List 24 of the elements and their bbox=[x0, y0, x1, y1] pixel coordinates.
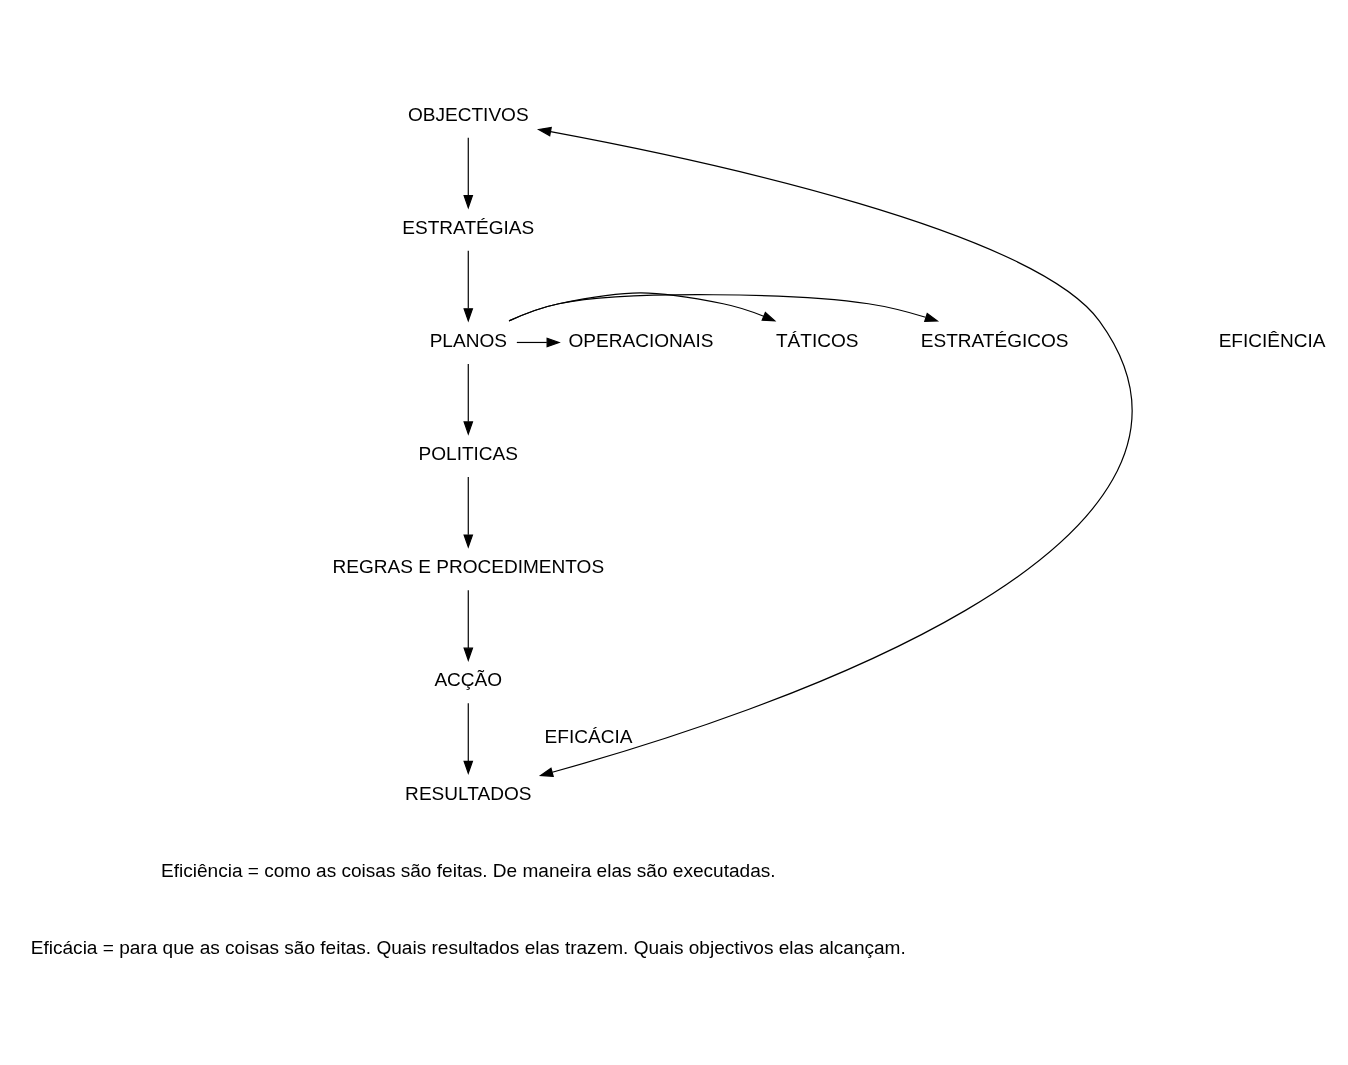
node-text: ESTRATÉGIAS bbox=[402, 216, 535, 238]
node-text: OPERACIONAIS bbox=[568, 329, 714, 351]
arrow bbox=[516, 336, 561, 347]
arrow bbox=[463, 136, 474, 209]
arrow bbox=[508, 291, 777, 322]
arrow bbox=[463, 249, 474, 323]
node-text: REGRAS E PROCEDIMENTOS bbox=[332, 555, 605, 577]
node-text: RESULTADOS bbox=[405, 782, 532, 804]
node-text: ACÇÃO bbox=[434, 668, 503, 690]
node-text: TÁTICOS bbox=[775, 329, 859, 351]
arrow bbox=[463, 589, 474, 662]
node-text: OBJECTIVOS bbox=[407, 103, 529, 125]
arrow bbox=[463, 362, 474, 436]
arrow bbox=[508, 293, 940, 322]
edge-label: EFICÁCIA bbox=[544, 725, 633, 747]
arrow bbox=[536, 126, 1132, 777]
node-text: ESTRATÉGICOS bbox=[920, 329, 1069, 351]
arrow bbox=[463, 476, 474, 549]
arrow bbox=[463, 702, 474, 775]
label: Eficiência = como as coisas são feitas. De maneira elas são executadas. bbox=[160, 859, 776, 881]
label: EFICIÊNCIA bbox=[1218, 329, 1326, 351]
node-text: PLANOS bbox=[429, 329, 507, 351]
node-text: POLITICAS bbox=[418, 442, 519, 464]
label: Eficácia = para que as coisas são feitas. Quais resultados elas trazem. Quais objectivos elas alcançam. bbox=[30, 936, 906, 958]
